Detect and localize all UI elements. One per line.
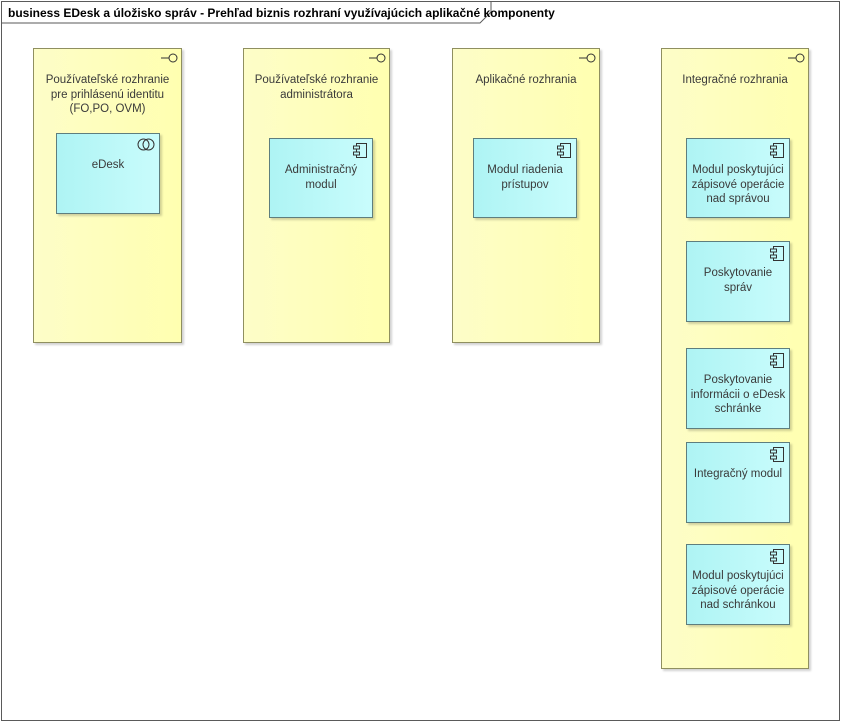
component-label: Poskytovanie správ (703, 267, 773, 294)
component-message-write-module[interactable]: Modul poskytujúci zápisové operácie nad … (686, 138, 790, 218)
component-label: eDesk (91, 159, 125, 171)
component-icon (770, 549, 784, 564)
interface-icon (579, 53, 596, 63)
interface-label: Používateľské rozhranie pre prihlásenú i… (45, 74, 170, 115)
component-label: Modul poskytujúci zápisové operácie nad … (691, 570, 785, 611)
component-edesk[interactable]: eDesk (56, 133, 160, 214)
component-label: Modul riadenia prístupov (487, 164, 563, 191)
component-label: Modul poskytujúci zápisové operácie nad … (691, 164, 785, 205)
diagram-title: business EDesk a úložisko správ - Prehľa… (8, 6, 555, 20)
interface-icon (161, 53, 178, 63)
component-label: Poskytovanie informácii o eDesk schránke (690, 374, 786, 415)
component-message-provision[interactable]: Poskytovanie správ (686, 241, 790, 322)
interface-label: Aplikačné rozhrania (475, 74, 577, 86)
component-label: Administračný modul (284, 164, 358, 191)
interface-icon (369, 53, 386, 63)
component-icon (770, 143, 784, 158)
component-icon (770, 353, 784, 368)
title-tab-outline (2, 2, 492, 24)
interface-label: Používateľské rozhranie administrátora (254, 74, 379, 101)
component-icon (557, 143, 571, 158)
component-icon (353, 143, 367, 158)
interface-label: Integračné rozhrania (682, 74, 788, 86)
component-access-control-module[interactable]: Modul riadenia prístupov (473, 138, 577, 218)
component-mailbox-write-module[interactable]: Modul poskytujúci zápisové operácie nad … (686, 544, 790, 625)
interface-icon (788, 53, 805, 63)
component-integration-module[interactable]: Integračný modul (686, 442, 790, 523)
component-mailbox-info[interactable]: Poskytovanie informácii o eDesk schránke (686, 348, 790, 429)
component-admin-module[interactable]: Administračný modul (269, 138, 373, 218)
component-icon (770, 246, 784, 261)
collaboration-icon (137, 138, 155, 151)
component-icon (770, 447, 784, 462)
component-label: Integračný modul (693, 468, 783, 480)
